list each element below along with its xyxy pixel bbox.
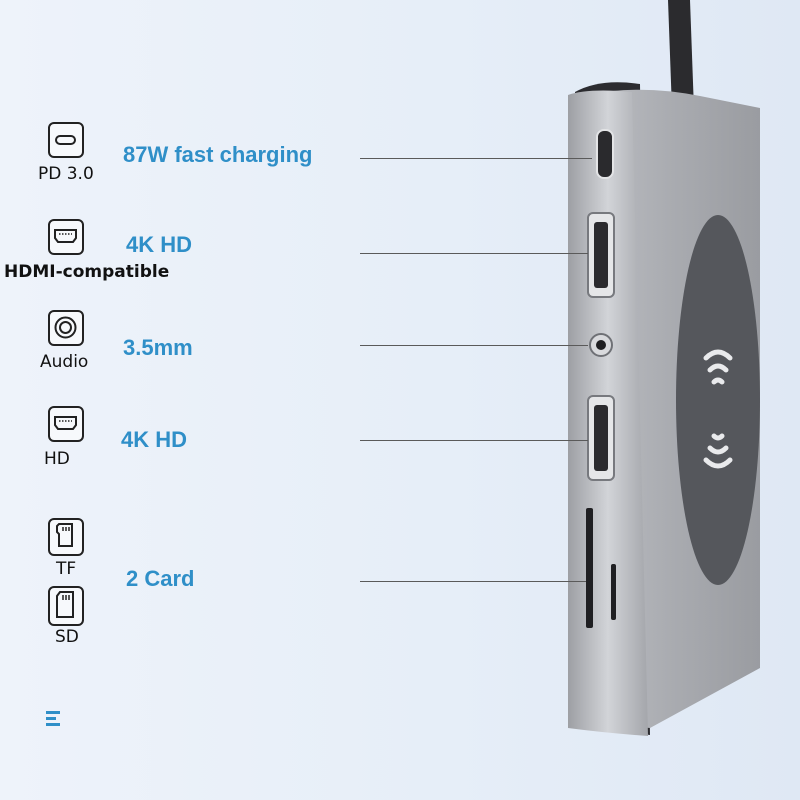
pd-callout-line [360,158,592,159]
hdmi-callout-line [360,253,588,254]
pd-caption: PD 3.0 [38,164,94,184]
hdmi2-label: 4K HD [121,427,188,452]
audio-caption: Audio [40,352,89,372]
hdmi2-callout-line [360,440,588,441]
sd-card-icon [48,586,84,626]
hdmi-port-icon [48,219,84,255]
audio-callout-line [360,345,588,346]
audio-label: 3.5mm [123,335,193,360]
audio-jack-icon [48,310,84,346]
usb-c-icon [48,122,84,158]
usb-c-port [596,129,614,179]
wireless-charging-icon [703,349,733,469]
hdmi-caption: HDMI-compatible [4,262,170,282]
sd-card-slot [586,508,593,628]
hdmi2-caption: HD [44,449,70,469]
cable [668,0,694,110]
tf-caption: TF [56,559,77,579]
hdmi-port-icon [48,406,84,442]
hdmi-label: 4K HD [126,232,193,257]
wireless-charging-pad [676,215,760,585]
menu-icon[interactable] [46,711,60,729]
sd-caption: SD [55,627,79,647]
tf-card-icon [48,518,84,556]
cards-callout-line [360,581,586,582]
pd-label: 87W fast charging [123,142,313,167]
tf-card-slot [611,564,616,620]
cards-label: 2 Card [126,566,195,591]
